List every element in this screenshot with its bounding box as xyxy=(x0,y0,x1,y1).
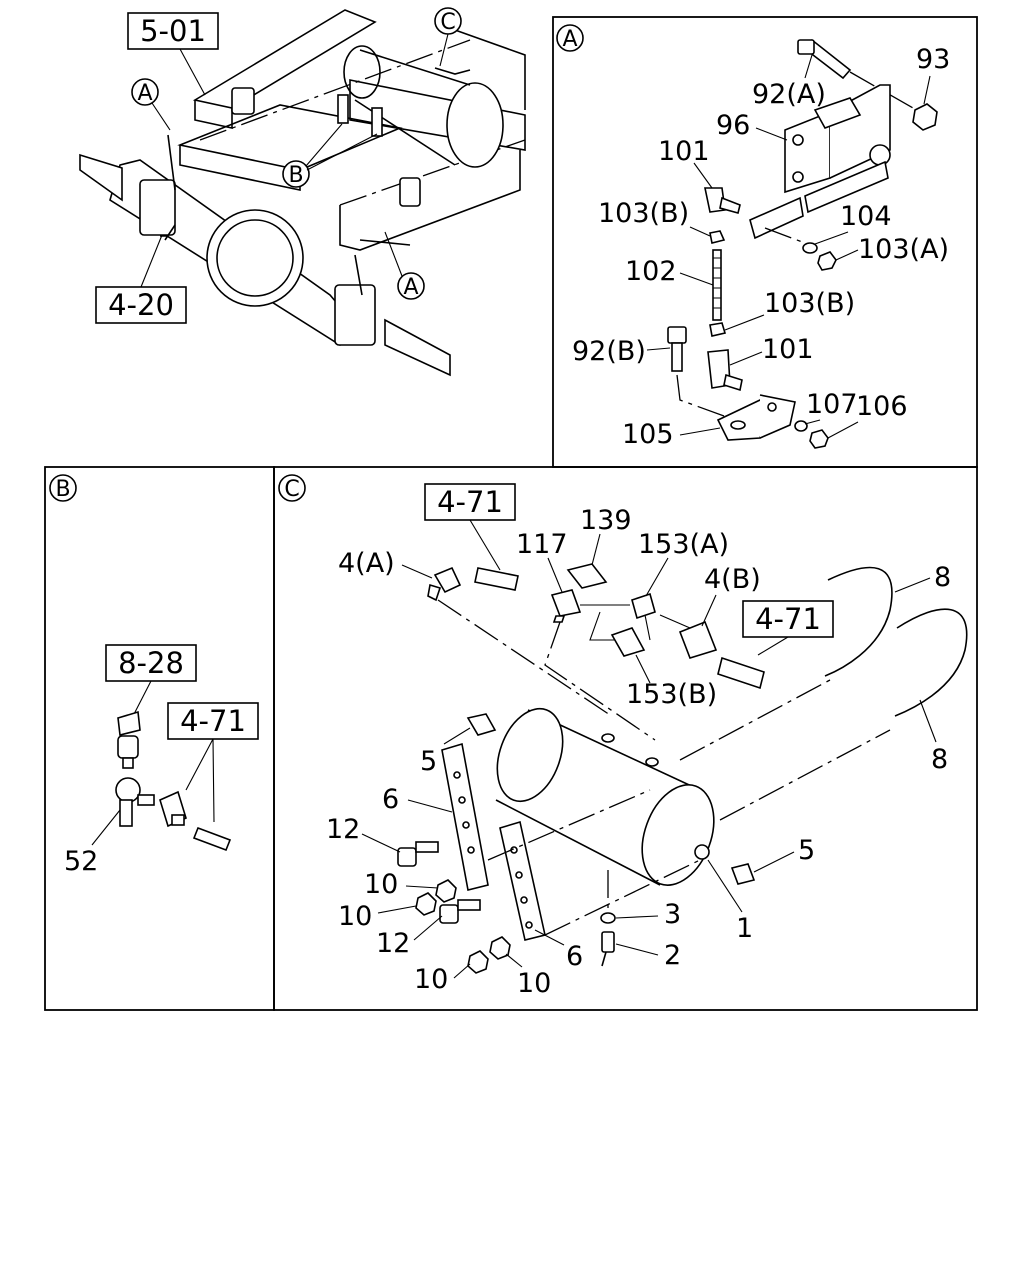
ref-box-pipe-c1[interactable]: 4-71 xyxy=(424,483,516,521)
label-107: 107 xyxy=(806,389,858,420)
label-10-d: 10 xyxy=(517,968,551,999)
detail-b-parts xyxy=(115,710,232,852)
detail-panel-c-frame xyxy=(273,466,978,1011)
label-2: 2 xyxy=(664,940,681,971)
label-6-top: 6 xyxy=(382,784,399,815)
label-10-b: 10 xyxy=(338,901,372,932)
label-101-bottom: 101 xyxy=(762,334,814,365)
label-12-top: 12 xyxy=(326,814,360,845)
label-106: 106 xyxy=(856,391,908,422)
label-4a: 4(A) xyxy=(338,548,395,579)
label-96: 96 xyxy=(716,110,750,141)
ref-box-pipe-b[interactable]: 4-71 xyxy=(167,702,259,740)
label-10-c: 10 xyxy=(414,964,448,995)
detail-a-badge: A xyxy=(556,24,584,52)
label-10-a: 10 xyxy=(364,869,398,900)
detail-a-parts xyxy=(667,39,938,449)
label-3: 3 xyxy=(664,899,681,930)
ref-box-pipe-c2[interactable]: 4-71 xyxy=(742,600,834,638)
ref-box-switch[interactable]: 8-28 xyxy=(105,644,197,682)
svg-text:B: B xyxy=(55,477,70,502)
label-12-bottom: 12 xyxy=(376,928,410,959)
label-102: 102 xyxy=(625,256,677,287)
label-6-bottom: 6 xyxy=(566,941,583,972)
overview-callout-b[interactable]: B xyxy=(282,160,310,188)
label-103b-bottom: 103(B) xyxy=(764,288,855,319)
ref-box-frame[interactable]: 5-01 xyxy=(127,12,219,50)
label-5-bottom: 5 xyxy=(798,835,815,866)
label-8-bottom: 8 xyxy=(931,744,948,775)
svg-text:5-01: 5-01 xyxy=(140,14,206,48)
label-93: 93 xyxy=(916,44,950,75)
svg-text:C: C xyxy=(440,10,455,35)
label-4b: 4(B) xyxy=(704,564,761,595)
svg-text:4-71: 4-71 xyxy=(180,704,246,738)
label-8-top: 8 xyxy=(934,562,951,593)
label-101-top: 101 xyxy=(658,136,710,167)
overview-callout-a-bottom[interactable]: A xyxy=(397,272,425,300)
label-92b: 92(B) xyxy=(572,336,646,367)
svg-text:4-20: 4-20 xyxy=(108,288,174,322)
ref-box-axle[interactable]: 4-20 xyxy=(95,286,187,324)
label-103a: 103(A) xyxy=(858,234,949,265)
svg-text:4-71: 4-71 xyxy=(437,485,503,519)
label-104: 104 xyxy=(840,201,892,232)
detail-b-badge: B xyxy=(49,474,77,502)
svg-text:A: A xyxy=(562,27,577,52)
label-153b: 153(B) xyxy=(626,679,717,710)
svg-text:8-28: 8-28 xyxy=(118,646,184,680)
svg-text:B: B xyxy=(288,163,303,188)
label-52: 52 xyxy=(64,846,98,877)
label-105: 105 xyxy=(622,419,674,450)
label-92a: 92(A) xyxy=(752,79,826,110)
label-153a: 153(A) xyxy=(638,529,729,560)
overview-callout-a-top[interactable]: A xyxy=(131,78,159,106)
overview-assembly xyxy=(79,9,526,377)
label-5-top: 5 xyxy=(420,746,437,777)
svg-text:4-71: 4-71 xyxy=(755,602,821,636)
label-139: 139 xyxy=(580,505,632,536)
svg-text:C: C xyxy=(284,477,299,502)
label-103b-top: 103(B) xyxy=(598,198,689,229)
svg-text:A: A xyxy=(403,275,418,300)
detail-c-parts xyxy=(397,563,968,974)
label-117: 117 xyxy=(516,529,568,560)
detail-c-badge: C xyxy=(278,474,306,502)
label-1: 1 xyxy=(736,913,753,944)
overview-callout-c[interactable]: C xyxy=(434,7,462,35)
svg-text:A: A xyxy=(137,81,152,106)
